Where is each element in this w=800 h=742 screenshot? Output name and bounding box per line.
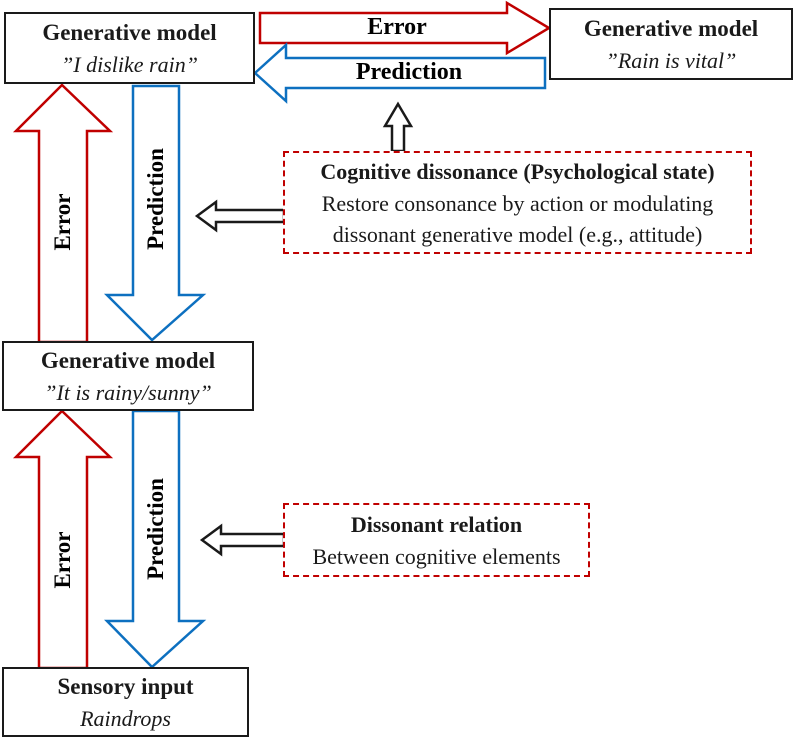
prediction-label-upper: Prediction	[143, 148, 168, 250]
annotation-title: Dissonant relation	[350, 512, 523, 537]
box-title: Sensory input	[57, 674, 194, 699]
prediction-arrow-top-left-icon	[253, 42, 547, 104]
sensory-input-box: Sensory input Raindrops	[2, 667, 249, 737]
annotation-title: Cognitive dissonance (Psychological stat…	[320, 159, 715, 184]
box-title: Generative model	[42, 20, 217, 45]
error-arrow-top-right-icon	[258, 0, 552, 56]
box-subtitle: ”I dislike rain”	[61, 52, 198, 77]
prediction-label-top: Prediction	[355, 59, 463, 85]
generative-model-top-right-box: Generative model ”Rain is vital”	[549, 8, 793, 80]
box-subtitle: ”Rain is vital”	[605, 48, 737, 73]
dissonant-left-arrow-icon	[199, 523, 286, 557]
up-arrow-icon	[382, 101, 414, 153]
box-subtitle: ”It is rainy/sunny”	[44, 380, 212, 405]
cognitive-dissonance-box: Cognitive dissonance (Psychological stat…	[283, 151, 752, 254]
prediction-label-lower: Prediction	[143, 478, 168, 580]
error-label-top: Error	[367, 14, 427, 40]
annotation-line: Between cognitive elements	[312, 544, 561, 569]
annotation-line: dissonant generative model (e.g., attitu…	[332, 222, 703, 247]
generative-model-middle-box: Generative model ”It is rainy/sunny”	[2, 341, 254, 411]
prediction-arrow-upper-down-icon	[103, 84, 207, 342]
dissonant-relation-box: Dissonant relation Between cognitive ele…	[283, 503, 590, 577]
error-label-upper: Error	[50, 193, 75, 251]
box-title: Generative model	[40, 348, 216, 373]
box-title: Generative model	[583, 16, 759, 41]
box-subtitle: Raindrops	[80, 706, 171, 731]
cognitive-left-arrow-icon	[194, 199, 286, 233]
generative-model-top-left-box: Generative model ”I dislike rain”	[4, 12, 255, 84]
annotation-line: Restore consonance by action or modulati…	[321, 191, 714, 216]
prediction-arrow-lower-down-icon	[104, 409, 207, 669]
error-label-lower: Error	[50, 531, 75, 589]
